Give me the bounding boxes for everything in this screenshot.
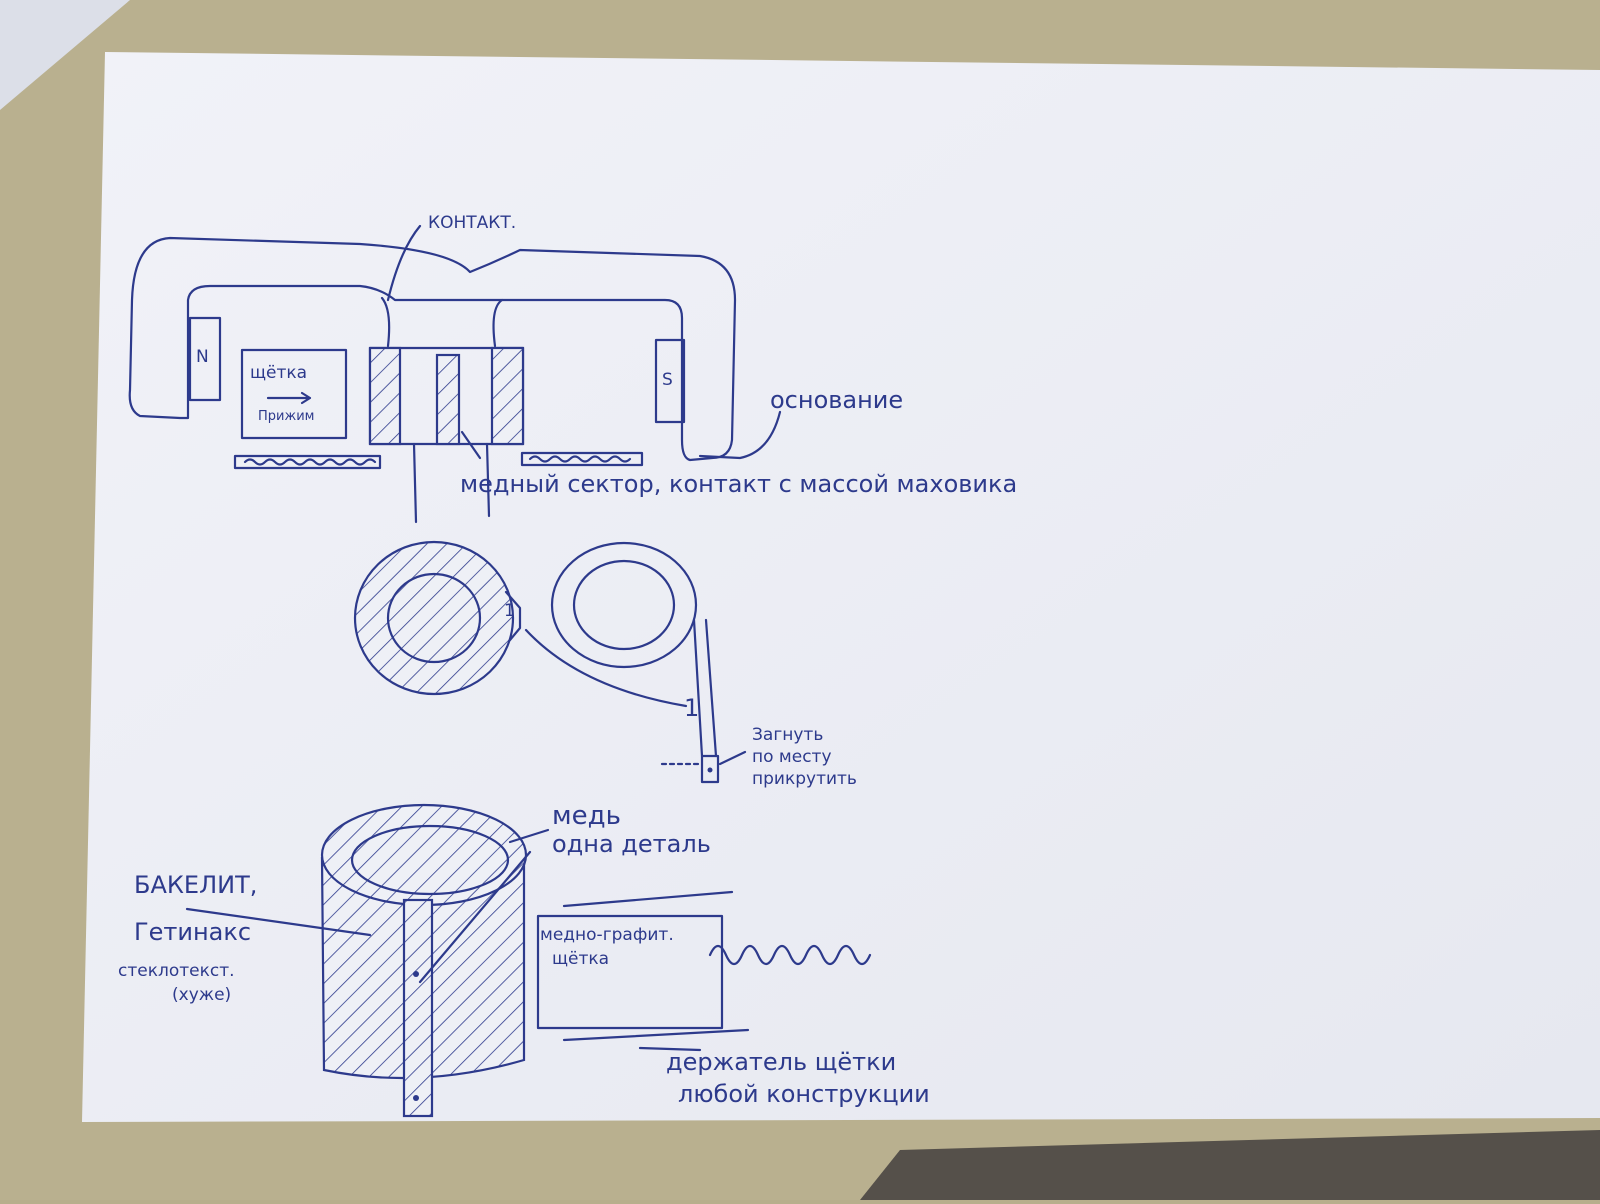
screw-hole-icon — [707, 767, 713, 773]
bend-label-line3: прикрутить — [752, 769, 857, 789]
holder-bottom-plate — [562, 1028, 750, 1042]
cylinder-assembly — [185, 803, 872, 1118]
copper-graphite-brush — [536, 914, 724, 1030]
ring-diagrams — [353, 540, 747, 784]
holder-leader — [638, 1046, 702, 1052]
med-leader — [508, 828, 550, 844]
med-label-line1: медь — [552, 801, 621, 831]
copper-sector-middle — [435, 353, 461, 446]
spring-right-coil — [528, 455, 632, 463]
pressure-label: Прижим — [258, 409, 314, 424]
kontakt-leader — [386, 224, 422, 302]
magnet-assembly: N S щётка Прижим — [128, 224, 782, 524]
ring-number-1b: 1 — [684, 694, 699, 722]
med-label-line2: одна деталь — [552, 830, 711, 858]
bend-label-line2: по месту — [752, 747, 832, 767]
bakelit-leader — [185, 907, 372, 937]
spring-left-coil — [243, 458, 377, 466]
copper-sector-right — [490, 346, 525, 446]
holder-top-plate — [562, 890, 734, 908]
spring-left — [233, 454, 382, 470]
strip-ring-inner — [572, 559, 676, 651]
magnet-n — [188, 316, 222, 402]
bakelit-label-line2: Гетинакс — [134, 918, 251, 946]
bakelit-label-line3: стеклотекст. — [118, 961, 235, 981]
strip-end — [700, 754, 720, 784]
paper-sheet — [82, 52, 1600, 1122]
osnovanie-label: основание — [770, 386, 903, 414]
brush-label-line2: щётка — [552, 949, 609, 969]
pressure-arrow-icon — [266, 391, 312, 405]
contact-wire-left — [380, 296, 391, 348]
corner-object — [0, 0, 130, 110]
cylinder-bore — [350, 824, 510, 896]
hatched-ring — [353, 540, 515, 696]
magnet-s-label: S — [662, 370, 673, 390]
strip-tail-left — [524, 628, 688, 708]
shaft-right — [485, 442, 491, 518]
holder-label-line1: держатель щётки — [666, 1048, 896, 1076]
bend-label-line1: Загнуть — [752, 725, 823, 745]
bakelit-label-line1: БАКЕЛИТ, — [134, 871, 257, 899]
med-leader-2 — [418, 850, 532, 984]
strip-tail-right — [692, 618, 704, 758]
magnet-s — [654, 338, 686, 424]
brush-label-line1: медно-графит. — [540, 925, 674, 945]
ring-notch — [504, 590, 522, 642]
brush-box — [240, 348, 348, 440]
ring-number-1a: 1 — [504, 601, 515, 621]
strip-ring-outer — [550, 541, 698, 669]
holder-label-line2: любой конструкции — [678, 1080, 930, 1108]
copper-sector-label: медный сектор, контакт с массой маховика — [460, 470, 1017, 498]
hatched-ring-hole — [386, 572, 482, 664]
strip-rivet-bottom-icon — [413, 1095, 419, 1101]
kontakt-label: КОНТАКТ. — [428, 213, 516, 233]
contact-wire-right — [492, 298, 504, 348]
copper-sector-left — [368, 346, 402, 446]
magnet-n-label: N — [196, 347, 209, 367]
copper-strip — [402, 898, 434, 1118]
sector-leader — [460, 430, 482, 460]
shaft-left — [412, 442, 418, 524]
brush-box-label: щётка — [250, 363, 307, 383]
yoke-outline — [128, 236, 737, 462]
strip-tail-right-2 — [704, 618, 718, 758]
osnovanie-leader — [698, 410, 782, 460]
bend-leader — [718, 750, 747, 766]
strip-rivet-top-icon — [413, 971, 419, 977]
bakelit-label-line4: (хуже) — [172, 985, 231, 1005]
brush-spring — [708, 944, 872, 966]
table-shadow — [860, 1130, 1600, 1200]
spring-right — [520, 451, 644, 467]
